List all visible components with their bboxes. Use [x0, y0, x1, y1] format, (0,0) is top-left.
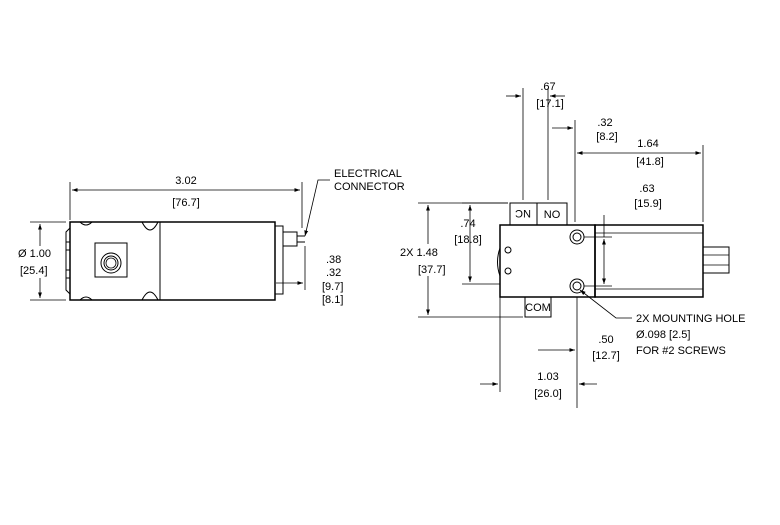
dim-063-in: .63 [639, 183, 654, 195]
conn-dim-in-2: .32 [326, 267, 341, 279]
dim-148-in: 2X 1.48 [400, 247, 438, 259]
dim-103-in: 1.03 [537, 371, 558, 383]
notch-top-mid [141, 221, 159, 231]
mount-hole-top-inner [572, 232, 582, 242]
connector-label-line-1: ELECTRICAL [334, 168, 402, 180]
dim-063-mm: [15.9] [634, 198, 662, 210]
port-block [94, 242, 128, 278]
small-hole-2 [504, 267, 512, 275]
mount-note-line-1: 2X MOUNTING HOLE [636, 313, 745, 325]
end-cap [65, 227, 71, 295]
mount-note-line-3: FOR #2 SCREWS [636, 345, 726, 357]
notch-bottom-mid [141, 291, 159, 301]
conn-dim-in-1: .38 [326, 254, 341, 266]
dim-164-mm: [41.8] [636, 156, 664, 168]
coil-connector [702, 246, 730, 274]
dim-050-in: .50 [598, 334, 613, 346]
notch-top-left [79, 221, 93, 226]
notch-bottom-left [79, 296, 93, 301]
port-com-label: COM [525, 302, 551, 314]
dim-074-mm: [18.8] [454, 234, 482, 246]
connector-leader [304, 179, 330, 237]
dim-164-in: 1.64 [637, 138, 658, 150]
conn-dim-mm-1: [9.7] [322, 281, 343, 293]
conn-dim-mm-2: [8.1] [322, 294, 343, 306]
dim-032-in: .32 [597, 117, 612, 129]
connector-pin [282, 231, 298, 247]
dim-diameter-mm: [25.4] [20, 265, 48, 277]
dim-148-mm: [37.7] [418, 264, 446, 276]
mount-hole-top [569, 229, 585, 245]
port-inner-ring [103, 255, 119, 271]
port-no-label: NO [544, 209, 561, 221]
end-nub-top [65, 241, 71, 251]
small-hole-1 [504, 246, 512, 254]
dim-103-mm: [26.0] [534, 388, 562, 400]
dim-diameter-in: Ø 1.00 [18, 248, 51, 260]
dim-050-mm: [12.7] [592, 350, 620, 362]
dim-074-in: .74 [460, 218, 475, 230]
dim-length-in: 3.02 [175, 175, 196, 187]
mount-hole-bottom-inner [572, 281, 582, 291]
left-side-view: 3.02 [76.7] Ø 1.00 [25.4] ELECTRICAL CON… [18, 168, 405, 306]
dim-length-mm: [76.7] [172, 197, 200, 209]
port-nc-label: NC [515, 207, 531, 219]
port-thread [105, 257, 117, 269]
right-end-view: NC NO COM .67 [17.1] .32 [8.2] [400, 81, 745, 408]
mount-note-line-2: Ø.098 [2.5] [636, 329, 690, 341]
mount-hole-leader [579, 289, 632, 319]
mount-hole-bottom [569, 278, 585, 294]
valve-body-outline [69, 221, 276, 301]
manifold-bump [497, 247, 501, 277]
dim-032-mm: [8.2] [596, 131, 617, 143]
connector-label-line-2: CONNECTOR [334, 181, 405, 193]
port-com-box [524, 296, 552, 318]
connector-body [275, 225, 284, 295]
dim-067-in: .67 [540, 81, 555, 93]
dim-067-mm: [17.1] [536, 98, 564, 110]
port-outer-ring [100, 252, 122, 274]
end-nub-bottom [65, 269, 71, 279]
